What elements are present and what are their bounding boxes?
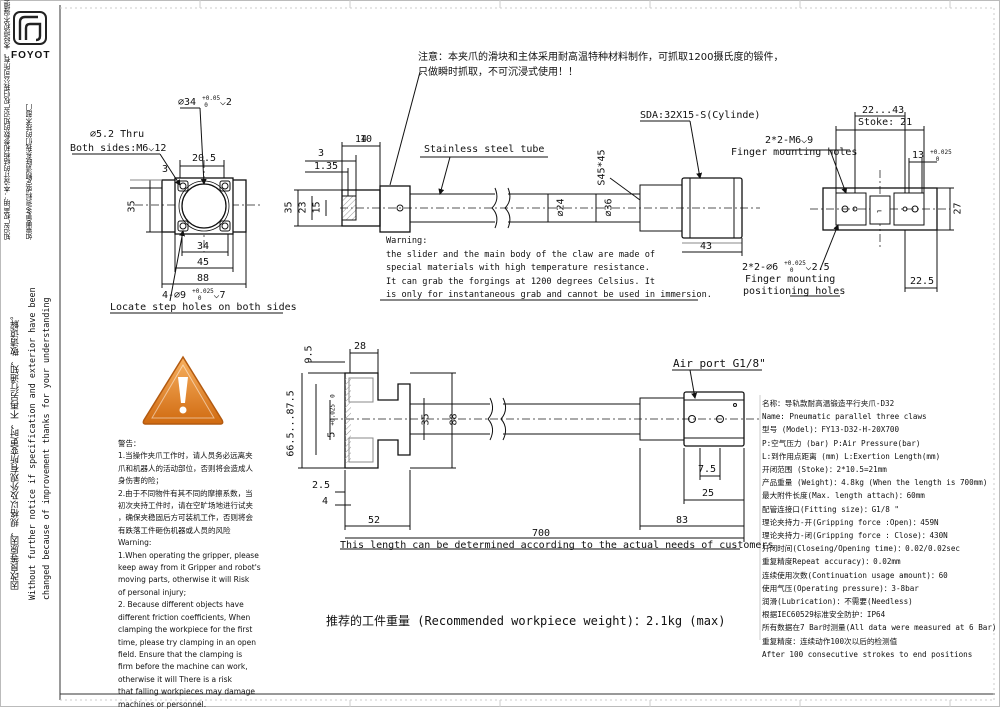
- front-locate-label: Locate step holes on both sides: [110, 302, 297, 313]
- right-dim-22-5: 22.5: [910, 276, 935, 287]
- front-both-sides: Both sides:M6⌵12: [70, 143, 167, 154]
- spec-line: 重复精度Repeat accuracy)：0.02mm: [762, 557, 901, 567]
- side-dim-10: 10: [360, 134, 373, 145]
- change-notice-en-2: changed because of improvement thanks fo…: [41, 297, 51, 600]
- spec-line: 理论夹持力-开(Gripping force :Open)：459N: [762, 517, 939, 527]
- side-dim-15: 15: [311, 201, 323, 214]
- spec-line: L:到作用点距离 (mm) L:Exertion Length(mm): [762, 451, 941, 461]
- bottom-dim-9-5: 9.5: [303, 345, 315, 364]
- spec-line: 所有数据在7 Bar时测量(All data were measured at …: [762, 623, 997, 633]
- right-finger-holes: 2*2-M6⌵9: [765, 135, 814, 146]
- side-dim-s45: S45*45: [596, 149, 608, 186]
- side-sda-label: SDA:32X15-S(Cylinde): [640, 110, 761, 121]
- side-dim-1-35: 1.35: [314, 161, 339, 172]
- front-dim-20-5: 20.5: [192, 153, 217, 164]
- spec-line: 重复精度：连续动作100次以后的检测值: [762, 636, 898, 646]
- side-dim-3: 3: [318, 148, 325, 159]
- bottom-dim-2-5: 2.5: [312, 480, 331, 491]
- ip-notice: 知识产权声明：本设计的结构和参数的知识产权归我公司所有。未经授权不得擅自使用或泄…: [4, 0, 12, 240]
- bottom-dim-35: 35: [420, 413, 432, 426]
- bottom-dim-7-5: 7.5: [698, 464, 717, 475]
- workpiece-weight: 推荐的工件重量 (Recommended workpiece weight)：2…: [326, 614, 726, 628]
- warning-en-block: Warning: the slider and the main body of…: [386, 236, 712, 300]
- spec-line: 开闭范围 (Stoke)：2*10.5=21mm: [762, 465, 887, 475]
- right-finger-label: Finger mounting holes: [731, 147, 858, 158]
- top-note-line-2: 只做瞬时抓取，不可沉浸式使用！！: [418, 67, 578, 78]
- spec-line: Name: Pneumatic parallel three claws: [762, 412, 927, 422]
- right-dim-27: 27: [952, 202, 964, 215]
- spec-line: 理论夹持力-闭(Gripping force : Close)：430N: [762, 531, 948, 541]
- spec-line: 产品重量 (Weight)：4.8kg (When the length is …: [762, 478, 988, 488]
- side-dim-35: 35: [283, 201, 295, 214]
- right-stroke-range: 22...43: [862, 105, 905, 116]
- front-dim-88: 88: [197, 273, 210, 284]
- right-pos-holes: 2*2-∅6 +0.025 0 ⌵2.5: [742, 260, 830, 274]
- side-dim-23: 23: [297, 201, 309, 214]
- spec-line: 最大附件长度(Max. length attach)：60mm: [762, 491, 925, 501]
- bottom-dim-700: 700: [532, 528, 551, 539]
- front-dim-3: 3: [162, 164, 169, 175]
- spec-line: After 100 consecutive strokes to end pos…: [762, 649, 973, 659]
- front-view: [72, 107, 283, 314]
- spec-line: 型号 (Model)：FY13-D32-H-20X700: [762, 425, 900, 435]
- warning-box: 警告： 1.当操作夹爪工作时，请人员务必远离夹 爪和机器人的活动部位，否则将会造…: [118, 439, 261, 709]
- right-pos-label-2: positioning holes: [743, 286, 846, 297]
- bottom-view: [298, 349, 762, 550]
- front-dim-45: 45: [197, 257, 210, 268]
- spec-line: P:空气压力 (bar) P:Air Pressure(bar): [762, 438, 921, 448]
- bottom-dim-52: 52: [368, 515, 381, 526]
- right-stroke: Stoke: 21: [858, 117, 913, 128]
- bottom-range: 66.5...87.5: [285, 390, 297, 457]
- bottom-air-port: Air port G1/8": [673, 357, 766, 370]
- front-thru-label: ∅5.2 Thru: [90, 129, 145, 140]
- change-notice-cn: 因改良等原因，规格以及外观有所变更时，不再另行通知，敬请谅解。: [11, 311, 21, 590]
- right-pos-label-1: Finger mounting: [745, 274, 836, 285]
- side-dim-36: ∅36: [603, 198, 615, 217]
- spec-list: 名称：导轨款耐高温锻造平行夹爪-D32 Name: Pneumatic para…: [762, 397, 996, 661]
- spec-line: 名称：导轨款耐高温锻造平行夹爪-D32: [762, 399, 895, 408]
- side-dim-24: ∅24: [555, 198, 567, 217]
- front-dim-34: 34: [197, 241, 210, 252]
- front-dim-35: 35: [126, 200, 138, 213]
- bottom-dim-28: 28: [354, 341, 367, 352]
- spec-line: 根据IEC60529标准安全防护：IP64: [762, 610, 886, 620]
- warning-triangle-icon: [142, 355, 224, 425]
- side-dim-43: 43: [700, 241, 713, 252]
- spec-line: 使用气压(Operating pressure)：3-8bar: [762, 583, 919, 593]
- change-notice-en-1: Without further notice if specification …: [27, 287, 37, 600]
- right-dim-13: 13 +0.025 0: [912, 149, 952, 163]
- front-bore-dim: ∅34 +0.05 0 ⌵2: [178, 95, 232, 109]
- spec-line: 配管连接口(Fitting size)：G1/8 ": [762, 504, 899, 514]
- spec-line: 润滑(Lubrication)：不需要(Needless): [762, 597, 913, 607]
- side-dim-14: 14: [355, 134, 368, 145]
- side-view: [294, 71, 760, 301]
- bottom-dim-5: 5 +0.025 0: [326, 394, 338, 438]
- brand-name: FOYOT: [11, 50, 51, 61]
- front-locate-holes: 4-∅9 +0.025 0 ⌵7: [162, 288, 226, 302]
- bottom-dim-88: 88: [448, 413, 460, 426]
- bottom-dim-25: 25: [702, 488, 715, 499]
- spec-line: 开闭时间(Closeing/Opening time)：0.02/0.02sec: [762, 544, 960, 554]
- foyot-logo-icon: [13, 11, 47, 45]
- right-view: ⌐: [780, 112, 954, 297]
- top-note-line-1: 注意：本夹爪的滑块和主体采用耐高温特种材料制作，可抓取1200摄氏度的锻件，: [418, 52, 784, 63]
- spec-line: 连续使用次数(Continuation usage amount)：60: [762, 570, 948, 580]
- bottom-length-note: This length can be determined according …: [340, 540, 774, 551]
- svg-text:⌐: ⌐: [877, 207, 882, 216]
- ip-notice-2: 如需要更多资料或定制请联系我们的技术部门: [26, 104, 34, 240]
- bottom-dim-4: 4: [322, 496, 329, 507]
- bottom-dim-83: 83: [676, 515, 689, 526]
- side-tube-label: Stainless steel tube: [424, 144, 545, 155]
